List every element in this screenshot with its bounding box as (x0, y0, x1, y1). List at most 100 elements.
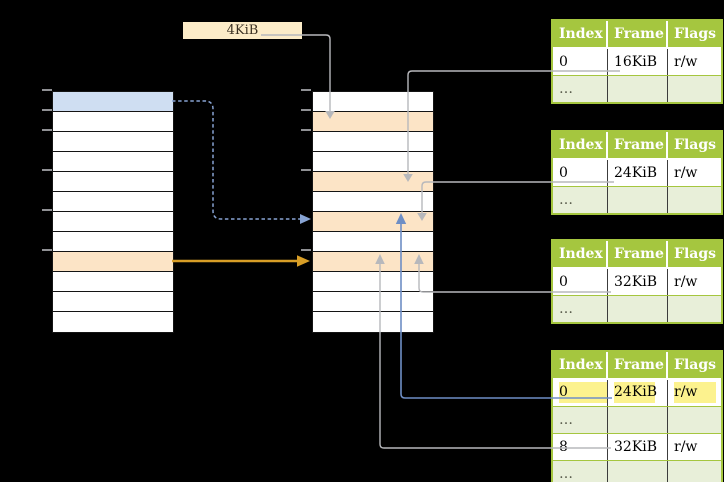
cell-index: … (553, 76, 608, 102)
address-tick (42, 249, 52, 251)
table-row-ellipsis: … (553, 407, 721, 434)
highlight: 24KiB (614, 381, 657, 403)
address-tick (301, 129, 311, 131)
frame-row-used (313, 112, 433, 132)
frame-row (313, 92, 433, 112)
table-row-ellipsis: … (553, 76, 721, 102)
cell-index: … (553, 461, 608, 482)
table-row: 8 32KiB r/w (553, 434, 721, 461)
cell-index: … (553, 187, 608, 213)
cell-flags (668, 187, 721, 213)
cell-index: … (553, 407, 608, 433)
address-tick (42, 169, 52, 171)
memory-row (53, 112, 173, 132)
table-row: 0 24KiB r/w (553, 160, 721, 187)
memory-row (53, 292, 173, 312)
header-frame: Frame (608, 352, 668, 378)
arrow-leftrow0-to-frame6 (172, 100, 300, 220)
cell-frame: 16KiB (608, 49, 668, 75)
table-row-ellipsis: … (553, 296, 721, 322)
frame-row (313, 272, 433, 292)
table-header-row: Index Frame Flags (553, 132, 721, 160)
memory-row (53, 212, 173, 232)
memory-row (53, 272, 173, 292)
cell-flags: r/w (674, 54, 698, 70)
cell-frame: 24KiB (608, 380, 668, 406)
arrowhead-right (300, 214, 311, 224)
frame-row (313, 132, 433, 152)
frame-row (313, 292, 433, 312)
cell-flags (668, 296, 721, 322)
header-flags: Flags (674, 137, 716, 153)
table-row-ellipsis: … (553, 461, 721, 482)
cell-frame (608, 187, 668, 213)
table-row-highlighted: 0 24KiB r/w (553, 380, 721, 407)
highlight: r/w (674, 381, 716, 403)
arrowhead-right (297, 255, 310, 267)
frame-row-used (313, 252, 433, 272)
header-index: Index (553, 241, 608, 267)
table-row: 0 16KiB r/w (553, 49, 721, 76)
header-index: Index (553, 21, 608, 47)
cell-index: 8 (553, 434, 608, 460)
cell-frame: 24KiB (608, 160, 668, 186)
page-table-2: Index Frame Flags 0 24KiB r/w … (551, 130, 723, 215)
frame-row (313, 192, 433, 212)
cell-flags: r/w (674, 439, 698, 455)
frame-row-used (313, 172, 433, 192)
memory-row-selected (53, 92, 173, 112)
cell-frame (608, 461, 668, 482)
physical-memory-column (312, 91, 434, 333)
table-header-row: Index Frame Flags (553, 21, 721, 49)
table-row-ellipsis: … (553, 187, 721, 213)
memory-row (53, 132, 173, 152)
address-tick (42, 129, 52, 131)
memory-row (53, 172, 173, 192)
cell-flags: r/w (668, 380, 721, 406)
memory-row (53, 192, 173, 212)
frame-row-used (313, 212, 433, 232)
cell-index: 0 (553, 49, 608, 75)
cell-frame (608, 407, 668, 433)
cell-index: 0 (553, 380, 608, 406)
cell-frame (608, 296, 668, 322)
page-table-1: Index Frame Flags 0 16KiB r/w … (551, 19, 723, 104)
address-tick (301, 109, 311, 111)
header-flags: Flags (674, 26, 716, 42)
left-memory-column (52, 91, 174, 333)
cell-index: 0 (553, 269, 608, 295)
header-flags: Flags (674, 246, 716, 262)
highlight: 0 (559, 381, 607, 403)
address-tick (301, 89, 311, 91)
cell-flags: r/w (674, 274, 698, 290)
cell-flags (668, 461, 721, 482)
address-tick (42, 209, 52, 211)
memory-row (53, 152, 173, 172)
header-index: Index (553, 352, 608, 378)
cell-frame: 32KiB (608, 434, 668, 460)
page-table-3: Index Frame Flags 0 32KiB r/w … (551, 239, 723, 324)
frame-row (313, 152, 433, 172)
address-tick (42, 89, 52, 91)
cell-frame: 32KiB (608, 269, 668, 295)
header-index: Index (553, 132, 608, 158)
header-frame: Frame (608, 132, 668, 158)
cell-flags: r/w (674, 165, 698, 181)
table-header-row: Index Frame Flags (553, 241, 721, 269)
address-tick (42, 109, 52, 111)
table-header-row: Index Frame Flags (553, 352, 721, 380)
address-tick (301, 169, 311, 171)
header-frame: Frame (608, 241, 668, 267)
address-tick (301, 249, 311, 251)
cell-flags (668, 407, 721, 433)
cell-flags (668, 76, 721, 102)
memory-row (53, 312, 173, 332)
cell-index: 0 (553, 160, 608, 186)
page-size-label: 4KiB (183, 22, 302, 39)
header-frame: Frame (608, 21, 668, 47)
cell-index: … (553, 296, 608, 322)
page-table-4: Index Frame Flags 0 24KiB r/w … 8 32KiB … (551, 350, 723, 482)
frame-row (313, 232, 433, 252)
header-flags: Flags (674, 357, 716, 373)
